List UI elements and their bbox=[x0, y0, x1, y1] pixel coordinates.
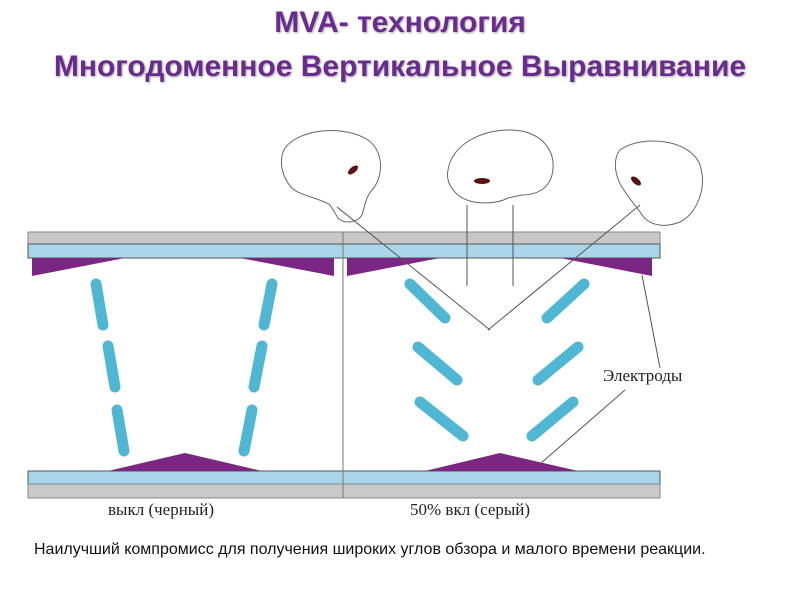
viewer-eye bbox=[474, 178, 490, 184]
slide-title-line1: MVA- технология bbox=[274, 6, 526, 39]
sight-line bbox=[487, 204, 641, 331]
viewer-head-center bbox=[447, 129, 554, 204]
slide-title-line2: Многодоменное Вертикальное Выравнивание bbox=[53, 50, 747, 83]
caption-clip: выкл (черный) 50% вкл (серый) bbox=[108, 500, 531, 519]
viewer-eye bbox=[348, 165, 358, 175]
lc-molecule bbox=[541, 278, 590, 324]
electrodes-label: Электроды bbox=[603, 366, 683, 385]
lc-molecule bbox=[238, 404, 258, 457]
half-on-state-caption: 50% вкл (серый) bbox=[410, 500, 531, 519]
bottom-glass-plate bbox=[27, 483, 661, 499]
lc-molecule bbox=[248, 340, 268, 393]
label-pointer bbox=[641, 274, 661, 369]
lc-molecule bbox=[412, 341, 463, 386]
top-electrode bbox=[240, 258, 334, 276]
lc-molecule bbox=[532, 341, 584, 386]
viewer-head-right bbox=[614, 140, 703, 226]
lc-molecule bbox=[90, 278, 109, 331]
lc-molecule bbox=[111, 404, 130, 457]
top-blue-layer bbox=[27, 243, 661, 259]
label-pointer bbox=[539, 389, 626, 465]
off-state-caption: выкл (черный) bbox=[108, 500, 214, 519]
bottom-electrode bbox=[108, 453, 262, 471]
lc-molecule bbox=[404, 278, 451, 324]
top-electrode bbox=[32, 258, 125, 276]
sight-line bbox=[336, 206, 491, 331]
lc-molecule bbox=[414, 396, 469, 442]
lc-molecule bbox=[258, 278, 278, 331]
viewer-head-left bbox=[281, 130, 381, 223]
footer-text: Наилучший компромисс для получения широк… bbox=[34, 541, 706, 558]
lc-molecule bbox=[102, 340, 121, 393]
viewer-eye bbox=[631, 176, 641, 186]
top-electrode bbox=[347, 258, 440, 276]
bottom-electrode bbox=[425, 453, 578, 471]
top-electrode bbox=[560, 258, 652, 276]
lc-molecule bbox=[526, 396, 579, 442]
